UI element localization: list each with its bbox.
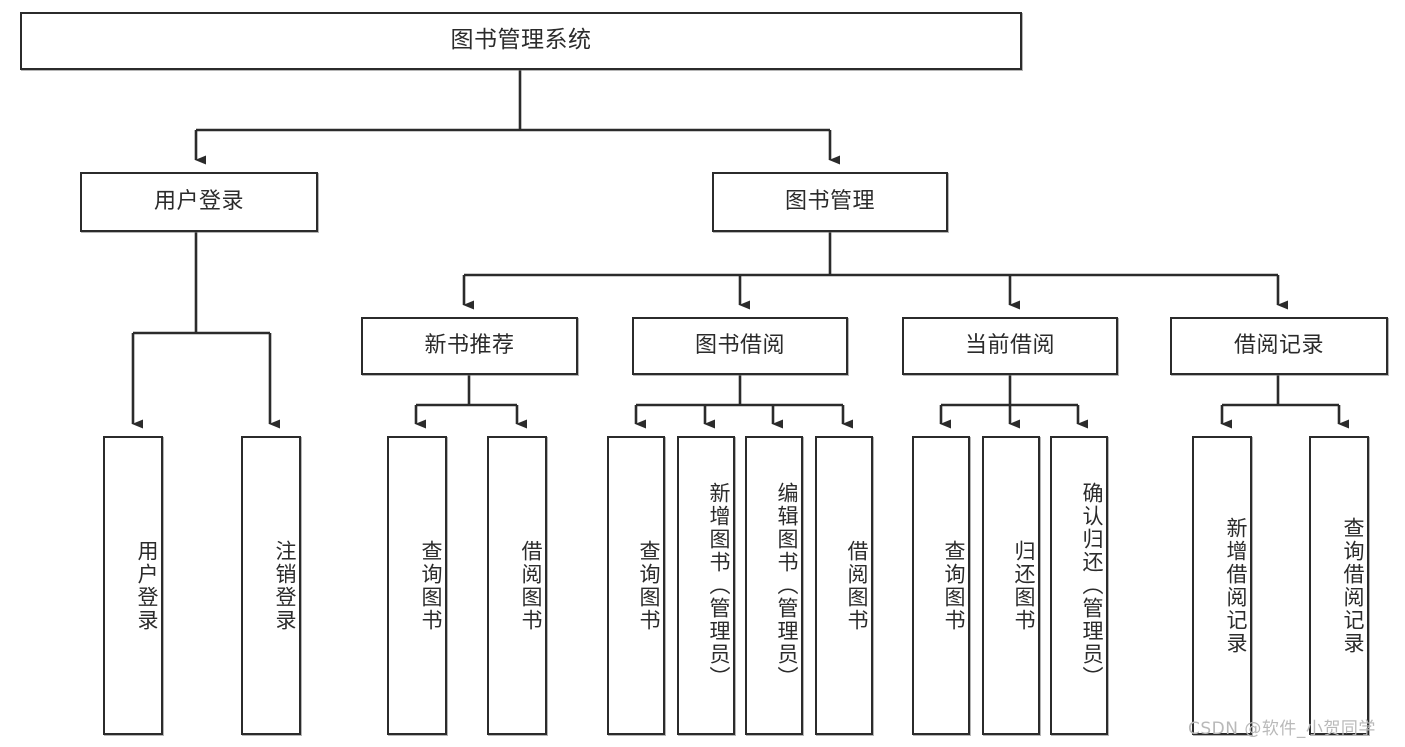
node-label: 借阅图书 xyxy=(845,539,869,632)
node-label: 借阅图书 xyxy=(519,539,543,632)
leaf-add-book-admin[interactable]: 新增图书（管理员） xyxy=(677,436,735,735)
watermark: CSDN @软件_小贺同学 xyxy=(1188,719,1376,739)
leaf-query-borrow-record[interactable]: 查询借阅记录 xyxy=(1309,436,1369,735)
leaf-query-book-current[interactable]: 查询图书 xyxy=(912,436,970,735)
node-label: 图书管理 xyxy=(784,188,875,214)
node-book-management[interactable]: 图书管理 xyxy=(712,172,948,232)
node-label: 查询图书 xyxy=(637,539,661,632)
node-label: 查询图书 xyxy=(942,539,966,632)
node-book-borrow[interactable]: 图书借阅 xyxy=(632,317,848,375)
leaf-return-book[interactable]: 归还图书 xyxy=(982,436,1040,735)
node-label: 查询图书 xyxy=(419,539,443,632)
node-label: 编辑图书（管理员） xyxy=(775,482,799,689)
node-label: 用户登录 xyxy=(153,188,244,214)
node-new-book-recommend[interactable]: 新书推荐 xyxy=(361,317,578,375)
node-label: 图书管理系统 xyxy=(450,27,592,54)
leaf-user-logout[interactable]: 注销登录 xyxy=(241,436,301,735)
node-user-login[interactable]: 用户登录 xyxy=(80,172,318,232)
node-label: 查询借阅记录 xyxy=(1341,516,1365,655)
node-current-borrow[interactable]: 当前借阅 xyxy=(902,317,1118,375)
node-label: 当前借阅 xyxy=(964,332,1055,358)
node-label: 新书推荐 xyxy=(424,332,515,358)
leaf-borrow-book[interactable]: 借阅图书 xyxy=(815,436,873,735)
leaf-user-login[interactable]: 用户登录 xyxy=(103,436,163,735)
leaf-query-book-borrow[interactable]: 查询图书 xyxy=(607,436,665,735)
node-label: 借阅记录 xyxy=(1233,332,1324,358)
node-root-system[interactable]: 图书管理系统 xyxy=(20,12,1022,70)
node-label: 新增借阅记录 xyxy=(1224,516,1248,655)
node-label: 归还图书 xyxy=(1012,539,1036,632)
node-label: 注销登录 xyxy=(273,539,297,632)
leaf-query-book-recommend[interactable]: 查询图书 xyxy=(387,436,447,735)
leaf-borrow-book-recommend[interactable]: 借阅图书 xyxy=(487,436,547,735)
node-label: 用户登录 xyxy=(135,539,159,632)
node-label: 图书借阅 xyxy=(694,332,785,358)
node-label: 确认归还（管理员） xyxy=(1080,482,1104,689)
node-borrow-record[interactable]: 借阅记录 xyxy=(1170,317,1388,375)
node-label: 新增图书（管理员） xyxy=(707,482,731,689)
leaf-confirm-return-admin[interactable]: 确认归还（管理员） xyxy=(1050,436,1108,735)
leaf-edit-book-admin[interactable]: 编辑图书（管理员） xyxy=(745,436,803,735)
leaf-add-borrow-record[interactable]: 新增借阅记录 xyxy=(1192,436,1252,735)
